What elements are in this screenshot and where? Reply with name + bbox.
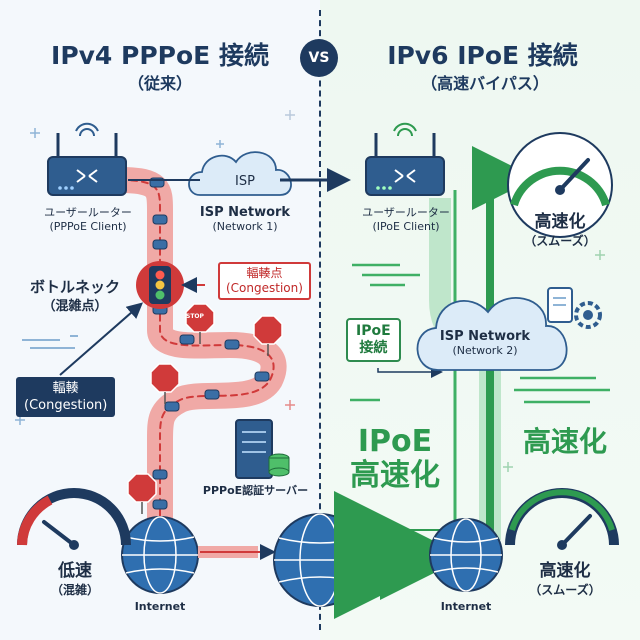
isp-cloud-left-label: ISP <box>235 174 255 189</box>
fast-speed-bottom-label: 高速化 （スムーズ） <box>515 562 615 600</box>
right-title: IPv6 IPoE 接続 <box>387 41 578 70</box>
right-router-label: ユーザールーター (IPoE Client) <box>336 206 476 234</box>
right-isp-sub: (Network 2) <box>452 344 518 357</box>
device-gear-icon <box>547 287 602 329</box>
congestion-point-title: 輻輳点 <box>246 266 283 280</box>
right-subtitle: （高速バイパス） <box>421 74 549 93</box>
left-internet-label: Internet <box>134 600 186 613</box>
right-isp-name: ISP Network <box>439 329 531 344</box>
slow-arrow <box>198 544 276 560</box>
isp-cloud-right <box>416 297 568 371</box>
fast-speed-top-label: 高速化 （スムーズ） <box>515 213 605 251</box>
slow-speed-label: 低速 （混雑） <box>30 562 120 600</box>
slow-speed-title: 低速 <box>58 561 92 581</box>
stop-signs <box>127 303 283 514</box>
globe-icon-right <box>429 518 503 592</box>
fast-speed-gauge-top <box>507 132 613 238</box>
bottleneck-label: ボトルネック （混雑点） <box>15 277 135 317</box>
auth-server-label: PPPoE認証サーバー <box>202 484 309 497</box>
fast-arrows <box>334 491 462 619</box>
congestion-point-sub: (Congestion) <box>226 281 303 295</box>
slow-speed-gauge <box>17 488 131 550</box>
fast-speed-gauge-bottom <box>505 488 619 550</box>
congestion-sub: (Congestion) <box>24 398 108 413</box>
left-router-name: ユーザールーター <box>44 206 132 219</box>
left-router-label: ユーザールーター (PPPoE Client) <box>18 206 158 234</box>
speed-lines <box>350 263 610 404</box>
globe-icon-left <box>121 516 199 594</box>
fast-speed-bottom-sub: （スムーズ） <box>529 583 601 597</box>
ipoe-connection-line1: IPoE <box>356 323 391 339</box>
router-icon-left <box>47 122 127 196</box>
router-icon-right <box>365 122 445 196</box>
left-isp-label: ISP Network (Network 1) <box>185 206 305 234</box>
fast-speed-top-title: 高速化 <box>534 212 586 232</box>
bottleneck-title: ボトルネック <box>29 278 120 296</box>
globe-icon-center <box>273 513 367 607</box>
slow-speed-sub: （混雑） <box>50 583 99 597</box>
congestion-title: 輻輳 <box>52 381 79 396</box>
ipoe-connection-line2: 接続 <box>359 340 388 356</box>
center-divider <box>319 10 321 630</box>
traffic-light-icon <box>136 261 184 309</box>
ipoe-connection-box: IPoE 接続 <box>346 318 401 362</box>
vs-badge: VS <box>300 39 338 77</box>
ipoe-speedup-line2: 高速化 <box>350 458 440 493</box>
stop-sign-text: STOP <box>186 313 204 320</box>
left-subtitle: （従来） <box>127 74 192 93</box>
left-title: IPv4 PPPoE 接続 <box>51 41 269 70</box>
bottleneck-sub: （混雑点） <box>42 299 108 314</box>
fast-speed-top-sub: （スムーズ） <box>524 234 596 248</box>
ipoe-speedup-line1: IPoE <box>357 424 433 459</box>
speedup-label-right: 高速化 <box>522 425 607 458</box>
ipoe-speedup-label: IPoE 高速化 <box>340 425 450 493</box>
decorative-lines-left <box>22 335 78 349</box>
fast-speed-bottom-title: 高速化 <box>539 561 591 581</box>
right-internet-label: Internet <box>440 600 492 613</box>
left-isp-sub: (Network 1) <box>212 220 278 233</box>
right-isp-label: ISP Network (Network 2) <box>430 330 540 358</box>
congestion-box: 輻輳 (Congestion) <box>16 377 116 417</box>
decorative-sparkles <box>15 110 605 472</box>
auth-server-icon <box>235 419 290 479</box>
left-isp-name: ISP Network <box>199 205 291 220</box>
left-router-sub: (PPPoE Client) <box>49 220 127 233</box>
isp-cloud-left <box>188 151 292 196</box>
right-router-name: ユーザールーター <box>362 206 450 219</box>
congestion-point-box: 輻輳点 (Congestion) <box>218 262 311 300</box>
right-router-sub: (IPoE Client) <box>372 220 440 233</box>
